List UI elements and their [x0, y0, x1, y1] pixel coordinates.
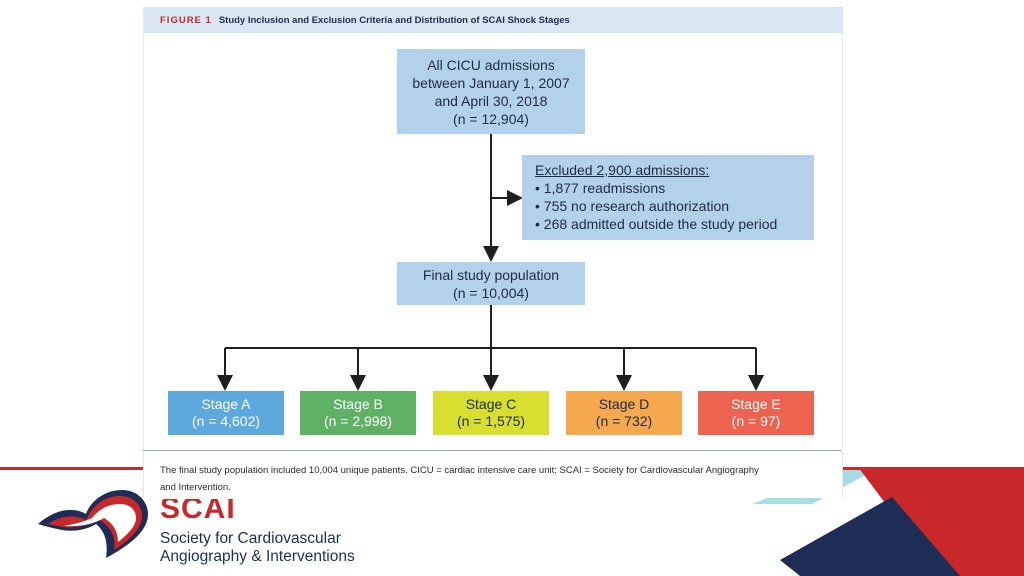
stage-a-box: Stage A (n = 4,602): [168, 391, 284, 435]
stage-count: (n = 1,575): [456, 413, 526, 429]
figure-title: Study Inclusion and Exclusion Criteria a…: [218, 14, 570, 26]
caption-divider: [143, 450, 841, 451]
stage-name: Stage A: [201, 396, 251, 412]
stage-count: (n = 2,998): [323, 413, 393, 429]
stage-e-box: Stage E (n = 97): [698, 391, 814, 435]
stage-name: Stage B: [333, 396, 383, 412]
stage-count: (n = 4,602): [191, 413, 261, 429]
stage-name: Stage D: [598, 396, 650, 412]
figure-label: FIGURE 1: [160, 14, 212, 26]
scai-wordmark: SCAI: [160, 492, 236, 525]
stage-count: (n = 97): [731, 413, 781, 429]
caption-line: and Intervention.: [160, 482, 231, 493]
all-admissions-line: and April 30, 2018: [434, 92, 548, 109]
stage-b-box: Stage B (n = 2,998): [300, 391, 416, 435]
stage-name: Stage C: [465, 396, 517, 412]
figure-caption: The final study population included 10,0…: [160, 462, 830, 496]
caption-line: The final study population included 10,0…: [160, 465, 759, 476]
final-population-label: Final study population: [422, 266, 560, 283]
stage-d-box: Stage D (n = 732): [566, 391, 682, 435]
all-admissions-line: All CICU admissions: [427, 56, 555, 73]
final-population-box: Final study population (n = 10,004): [397, 262, 585, 305]
scai-heart-logo-icon: [38, 490, 148, 558]
excluded-box: Excluded 2,900 admissions: • 1,877 readm…: [522, 155, 814, 240]
stage-c-box: Stage C (n = 1,575): [433, 391, 549, 435]
stage-count: (n = 732): [595, 413, 653, 429]
excluded-item: • 755 no research authorization: [535, 198, 730, 214]
scai-org-name: Society for Cardiovascular Angiography &…: [160, 530, 355, 566]
all-admissions-line: between January 1, 2007: [412, 74, 570, 91]
org-name-line: Society for Cardiovascular: [160, 530, 341, 547]
excluded-item: • 268 admitted outside the study period: [535, 216, 778, 232]
excluded-item: • 1,877 readmissions: [535, 180, 666, 196]
org-name-line: Angiography & Interventions: [160, 548, 355, 565]
all-admissions-box: All CICU admissions between January 1, 2…: [397, 49, 585, 134]
all-admissions-line: (n = 12,904): [453, 110, 529, 127]
figure-header: FIGURE 1 Study Inclusion and Exclusion C…: [144, 7, 842, 33]
final-population-count: (n = 10,004): [453, 284, 529, 301]
stage-name: Stage E: [731, 396, 781, 412]
excluded-title: Excluded 2,900 admissions:: [535, 162, 710, 178]
